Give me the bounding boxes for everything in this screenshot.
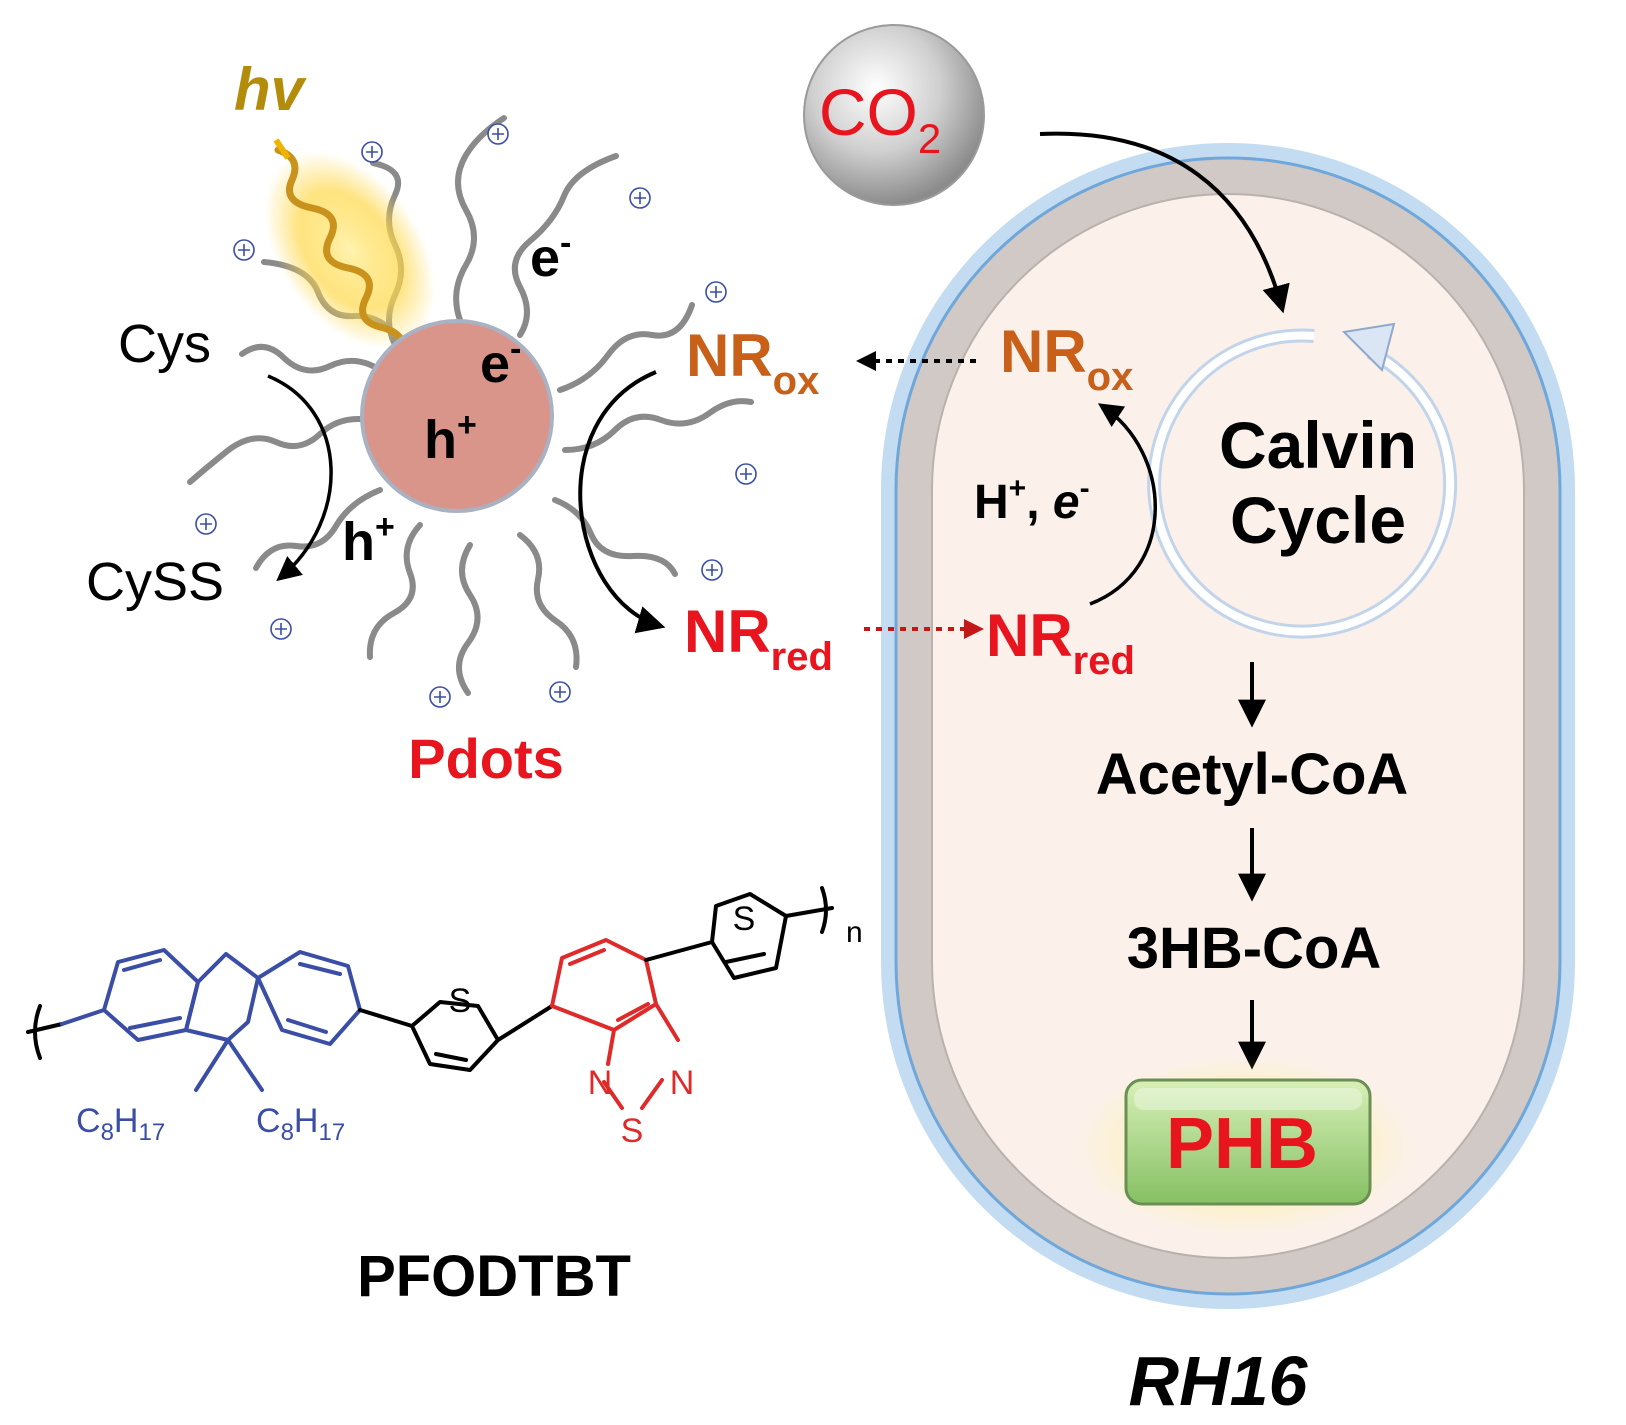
btd-sulfur: S [621, 1112, 644, 1150]
light-label: hv [234, 56, 308, 123]
left-nr-red: NRred [684, 598, 833, 679]
cys-label: Cys [118, 314, 211, 374]
cell-name: RH16 [1129, 1342, 1309, 1420]
pfodtbt-structure [26, 886, 834, 1110]
light-arrow-tail [273, 138, 291, 160]
fluorene-unit [102, 948, 362, 1092]
phb-label: PHB [1166, 1104, 1318, 1184]
side-chain-left: C8H17 [76, 1102, 165, 1146]
left-nr-ox: NRox [686, 322, 819, 403]
nr-reduction-arrow [578, 370, 666, 634]
btd-nitrogen-left: N [588, 1064, 613, 1102]
phb-box [1124, 1078, 1372, 1206]
pdot-hole-outer: h+ [342, 508, 395, 572]
co2-to-calvin-arrow [1039, 131, 1290, 314]
cyss-label: CySS [86, 552, 224, 612]
proton-electron-label: H+, e- [974, 472, 1090, 529]
co2-label: CO2 [819, 75, 941, 162]
pathway-step-2: 3HB-CoA [1127, 916, 1382, 981]
phb-pathway: Acetyl-CoA 3HB-CoA PHB [1075, 662, 1415, 1236]
pdots-label: Pdots [408, 727, 564, 790]
pdot-electron-inner: e- [480, 330, 521, 394]
pathway-step-1: Acetyl-CoA [1096, 742, 1409, 807]
pdot-particle [360, 319, 554, 513]
calvin-arrowhead [1341, 322, 1396, 372]
cys-oxidation-arrow [267, 374, 333, 582]
pdot-hole-inner: h+ [424, 406, 477, 470]
thiophene-1-sulfur: S [449, 982, 472, 1020]
cell-nr-red: NRred [986, 602, 1135, 683]
cell-nr-ox: NRox [1000, 318, 1133, 399]
calvin-label-line1: Calvin [1219, 408, 1417, 482]
thiophene-2-sulfur: S [733, 900, 756, 938]
benzothiadiazole-unit [550, 938, 680, 1110]
pdot-electron-outer: e- [530, 224, 571, 288]
polymer-name: PFODTBT [357, 1244, 631, 1309]
repeat-subscript: n [846, 916, 863, 949]
light-wave [274, 146, 410, 362]
reduction-in-cell-arrow [1089, 403, 1157, 606]
calvin-cycle: Calvin Cycle [1147, 322, 1458, 639]
rh16-cell [881, 143, 1575, 1309]
side-chain-right: C8H17 [256, 1102, 345, 1146]
light-glow [264, 151, 436, 349]
btd-nitrogen-right: N [670, 1064, 695, 1102]
calvin-label-line2: Cycle [1230, 483, 1406, 557]
co2-sphere: CO2 [803, 24, 985, 206]
pdot-charge-plus [200, 128, 752, 703]
